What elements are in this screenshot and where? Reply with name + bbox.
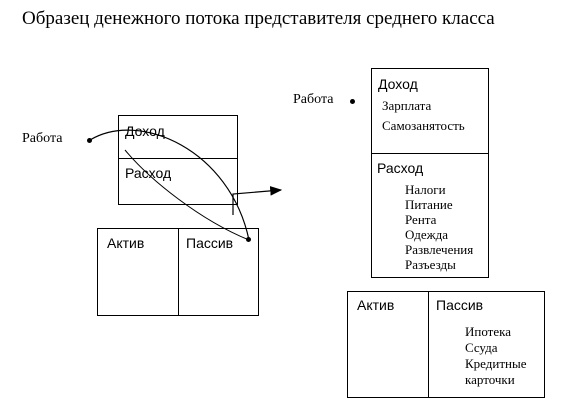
right-assets-label: Актив: [357, 297, 395, 313]
left-expense-label: Расход: [125, 165, 172, 181]
right-expense-item: Развлечения: [405, 242, 474, 257]
liabilities-to-expense-arc: [124, 149, 250, 241]
right-income-item: Самозанятость: [382, 118, 465, 133]
right-expense-item: Одежда: [405, 227, 448, 242]
right-expense-label: Расход: [377, 160, 424, 176]
left-work-label: Работа: [22, 131, 63, 146]
right-expense-item: Рента: [405, 212, 437, 227]
right-income-label: Доход: [378, 76, 418, 92]
right-liability-item: Кредитные: [465, 356, 527, 371]
right-work-label: Работа: [293, 92, 334, 107]
right-liability-item: Ссуда: [465, 340, 498, 355]
page-title: Образец денежного потока представителя с…: [22, 8, 495, 29]
right-work-dot: [350, 99, 355, 104]
right-income-divider: [371, 153, 489, 154]
left-income-statement: [118, 115, 238, 205]
left-assets-label: Актив: [107, 235, 145, 251]
right-balance-divider: [428, 291, 429, 398]
right-balance-sheet: [347, 291, 545, 398]
right-expense-item: Налоги: [405, 182, 446, 197]
right-income-statement: [371, 68, 489, 278]
right-liability-item: карточки: [465, 372, 515, 387]
work-to-liabilities-arc: [89, 129, 250, 241]
left-work-dot: [87, 138, 92, 143]
left-liabilities-label: Пассив: [186, 235, 234, 251]
left-income-label: Доход: [125, 123, 165, 139]
right-expense-item: Питание: [405, 197, 453, 212]
expense-outflow-arrow: [232, 186, 283, 215]
left-balance-divider: [178, 228, 179, 316]
left-income-divider: [118, 158, 238, 159]
right-income-item: Зарплата: [382, 98, 432, 113]
right-liability-item: Ипотека: [465, 324, 512, 339]
right-expense-item: Разъезды: [405, 257, 456, 272]
right-liabilities-label: Пассив: [436, 297, 484, 313]
